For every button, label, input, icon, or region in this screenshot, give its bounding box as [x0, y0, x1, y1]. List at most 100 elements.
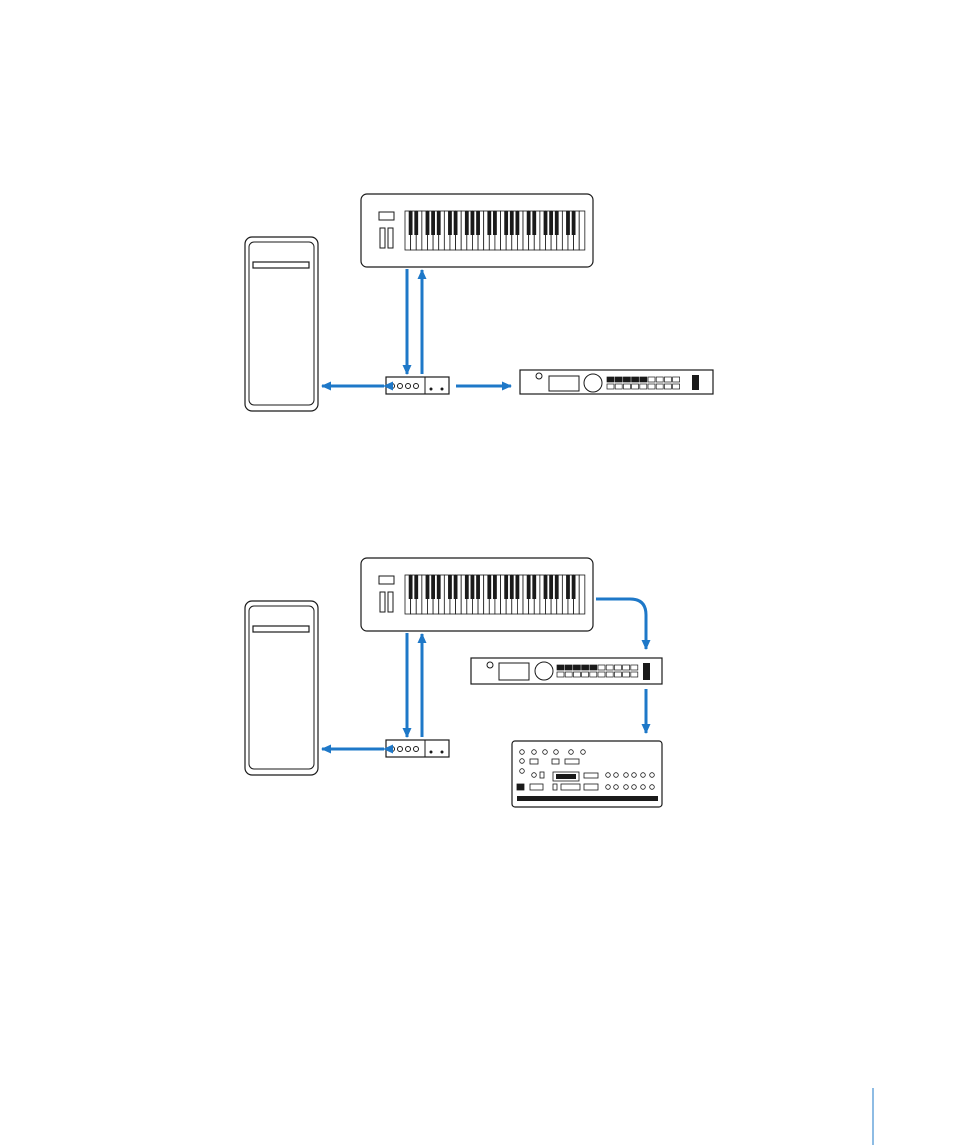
drum-button [565, 759, 579, 764]
synth-button [598, 672, 605, 677]
drum-button [530, 784, 543, 790]
black-key [510, 575, 514, 599]
synth-button [573, 665, 580, 670]
drum-display [556, 774, 576, 779]
synth-button [631, 665, 638, 670]
synth-button [632, 384, 639, 389]
drum-button [540, 772, 544, 778]
synth-button [565, 672, 572, 677]
diagram-1 [245, 194, 713, 411]
black-key [493, 575, 497, 599]
black-key [555, 211, 559, 235]
synth-button [623, 377, 630, 382]
drum-knob [606, 773, 611, 778]
black-key [431, 575, 435, 599]
keyboard-keys [405, 211, 585, 250]
synth-button [614, 665, 621, 670]
synth-button [557, 672, 564, 677]
black-key [527, 211, 531, 235]
drum-knob [606, 785, 611, 790]
black-key [476, 211, 480, 235]
drum-knob [569, 750, 574, 755]
drum-knob [543, 750, 548, 755]
black-key [527, 575, 531, 599]
synth-button [623, 384, 630, 389]
black-key [409, 211, 413, 235]
black-key [454, 211, 458, 235]
black-key [431, 211, 435, 235]
drum-knob [614, 773, 619, 778]
black-key [409, 575, 413, 599]
white-key [579, 211, 585, 250]
black-key [544, 211, 548, 235]
black-key [532, 575, 536, 599]
black-key [465, 211, 469, 235]
drum-knob [520, 759, 525, 764]
black-key [566, 211, 570, 235]
synth-button [664, 384, 671, 389]
synth-button [664, 377, 671, 382]
white-key [579, 575, 585, 614]
drum-knob [581, 750, 586, 755]
drum-knob [614, 785, 619, 790]
synth-buttons [607, 377, 680, 389]
drum-button [553, 784, 557, 790]
drum-knob [632, 785, 637, 790]
black-key [465, 575, 469, 599]
black-key [437, 211, 441, 235]
black-key [549, 575, 553, 599]
cable-keyboard-to-synth [596, 599, 646, 649]
black-key [516, 575, 520, 599]
synth-buttons [557, 665, 638, 677]
black-key [426, 211, 430, 235]
black-key [493, 211, 497, 235]
synth-button [582, 672, 589, 677]
synth-button [648, 377, 655, 382]
midi-keyboard-icon [361, 558, 593, 631]
black-key [476, 575, 480, 599]
synth-button [656, 377, 663, 382]
synth-module-icon [471, 658, 662, 684]
drum-knob [624, 785, 629, 790]
drum-knob [532, 773, 537, 778]
synth-button [656, 384, 663, 389]
synth-button [673, 384, 680, 389]
drum-machine-icon [512, 741, 662, 807]
computer-tower-icon [245, 237, 318, 411]
black-key [516, 211, 520, 235]
synth-button [615, 384, 622, 389]
synth-button [606, 672, 613, 677]
computer-tower-icon [245, 601, 318, 775]
drum-knob [532, 750, 537, 755]
synth-button [607, 377, 614, 382]
black-key [471, 211, 475, 235]
black-key [426, 575, 430, 599]
black-key [448, 211, 452, 235]
synth-button [582, 665, 589, 670]
drum-knob [520, 769, 525, 774]
black-key [549, 211, 553, 235]
midi-keyboard-icon [361, 194, 593, 267]
black-key [555, 575, 559, 599]
synth-button [614, 672, 621, 677]
black-key [504, 211, 508, 235]
synth-button [640, 377, 647, 382]
drum-knob [632, 773, 637, 778]
synth-button [632, 377, 639, 382]
drum-knob [624, 773, 629, 778]
keyboard-keys [405, 575, 585, 614]
black-key [414, 575, 418, 599]
drum-knob [554, 750, 559, 755]
drum-knob [641, 773, 646, 778]
diagram-2 [245, 558, 662, 807]
drum-button [584, 784, 598, 790]
synth-button [623, 672, 630, 677]
drum-button [530, 759, 538, 764]
black-key [454, 575, 458, 599]
synth-button [598, 665, 605, 670]
midi-interface-icon [386, 377, 449, 394]
black-key [510, 211, 514, 235]
black-key [437, 575, 441, 599]
synth-button [573, 672, 580, 677]
